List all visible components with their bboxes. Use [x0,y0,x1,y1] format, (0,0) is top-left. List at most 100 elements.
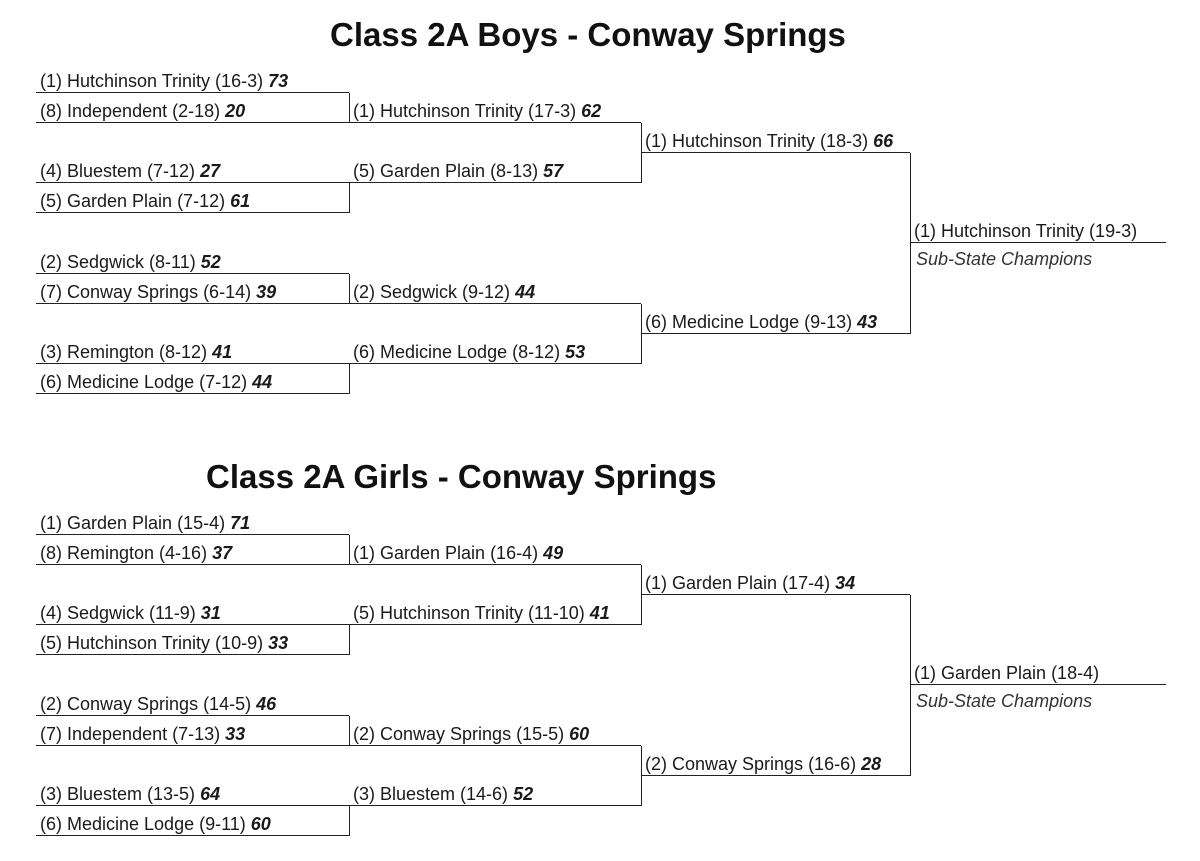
team-name: (6) Medicine Lodge (7-12) [40,372,248,392]
team-name: (3) Remington (8-12) [40,342,208,362]
boys-champion-label: Sub-State Champions [916,249,1093,269]
team-name: (7) Independent (7-13) [40,724,221,744]
team-score: 46 [256,694,277,714]
team-name: (1) Hutchinson Trinity (17-3) [353,101,577,121]
team-name: (4) Sedgwick (11-9) [40,603,196,623]
team-score: 28 [861,754,882,774]
team-score: 43 [857,312,878,332]
boys-r1-slot-5: (2) Sedgwick (8-11)52 [36,244,349,274]
team-name: (3) Bluestem (14-6) [353,784,509,804]
team-name: (4) Bluestem (7-12) [40,161,196,181]
boys-r1-slot-7: (3) Remington (8-12)41 [36,334,349,364]
team-name: (2) Sedgwick (8-11) [40,252,196,272]
girls-r2-slot-4: (3) Bluestem (14-6)52 [349,776,641,806]
bracket-connector [641,746,642,806]
bracket-connector [641,565,642,625]
team-name: (8) Remington (4-16) [40,543,208,563]
bracket-connector [910,153,911,334]
boys-r1-slot-4: (5) Garden Plain (7-12)61 [36,183,349,213]
team-name: (7) Conway Springs (6-14) [40,282,252,302]
girls-r1-slot-3: (4) Sedgwick (11-9)31 [36,595,349,625]
boys-r3-slot-2: (6) Medicine Lodge (9-13)43 [641,304,910,334]
girls-bracket-title: Class 2A Girls - Conway Springs [206,458,717,495]
team-name: (8) Independent (2-18) [40,101,221,121]
girls-champion-slot: (1) Garden Plain (18-4) [910,655,1166,685]
boys-bracket-title: Class 2A Boys - Conway Springs [330,16,846,53]
boys-r2-slot-2: (5) Garden Plain (8-13)57 [349,153,641,183]
girls-r1-slot-1: (1) Garden Plain (15-4)71 [36,505,349,535]
girls-r1-slot-5: (2) Conway Springs (14-5)46 [36,686,349,716]
team-name: (1) Garden Plain (16-4) [353,543,539,563]
girls-r1-slot-6: (7) Independent (7-13)33 [36,716,349,746]
girls-r2-slot-2: (5) Hutchinson Trinity (11-10)41 [349,595,641,625]
team-score: 37 [212,543,233,563]
team-name: (6) Medicine Lodge (9-11) [40,814,246,834]
team-score: 53 [565,342,586,362]
team-name: (5) Garden Plain (8-13) [353,161,539,181]
team-score: 62 [581,101,602,121]
team-score: 41 [212,342,233,362]
team-score: 27 [200,161,221,181]
boys-r1-slot-8: (6) Medicine Lodge (7-12)44 [36,364,349,394]
team-name: (2) Sedgwick (9-12) [353,282,511,302]
team-score: 57 [543,161,564,181]
boys-r1-slot-1: (1) Hutchinson Trinity (16-3)73 [36,63,349,93]
team-score: 52 [200,252,221,272]
girls-r1-slot-4: (5) Hutchinson Trinity (10-9)33 [36,625,349,655]
team-name: (5) Hutchinson Trinity (10-9) [40,633,264,653]
girls-champion-label: Sub-State Champions [916,691,1093,711]
bracket-connector [349,364,350,394]
girls-r1-slot-7: (3) Bluestem (13-5)64 [36,776,349,806]
team-name: (1) Garden Plain (17-4) [645,573,831,593]
team-name: (3) Bluestem (13-5) [40,784,196,804]
team-score: 39 [256,282,277,302]
team-name: (5) Hutchinson Trinity (11-10) [353,603,585,623]
bracket-connector [349,274,350,304]
team-score: 33 [268,633,289,653]
team-score: 66 [873,131,894,151]
team-score: 61 [230,191,251,211]
girls-r3-slot-2: (2) Conway Springs (16-6)28 [641,746,910,776]
boys-r1-slot-2: (8) Independent (2-18)20 [36,93,349,123]
bracket-connector [641,123,642,183]
bracket-connector [349,806,350,836]
team-name: (2) Conway Springs (15-5) [353,724,565,744]
bracket-connector [910,595,911,776]
bracket-connector [349,625,350,655]
champion-team-name: (1) Garden Plain (18-4) [914,663,1100,683]
champion-team-name: (1) Hutchinson Trinity (19-3) [914,221,1138,241]
team-score: 52 [513,784,534,804]
team-name: (1) Hutchinson Trinity (16-3) [40,71,264,91]
team-name: (6) Medicine Lodge (9-13) [645,312,853,332]
team-name: (2) Conway Springs (16-6) [645,754,857,774]
bracket-connector [349,93,350,123]
team-score: 33 [225,724,246,744]
team-score: 44 [252,372,273,392]
team-score: 31 [200,603,221,623]
boys-r1-slot-3: (4) Bluestem (7-12)27 [36,153,349,183]
team-name: (6) Medicine Lodge (8-12) [353,342,561,362]
girls-r1-slot-2: (8) Remington (4-16)37 [36,535,349,565]
boys-r2-slot-3: (2) Sedgwick (9-12)44 [349,274,641,304]
boys-r2-slot-1: (1) Hutchinson Trinity (17-3)62 [349,93,641,123]
team-score: 44 [515,282,536,302]
boys-r2-slot-4: (6) Medicine Lodge (8-12)53 [349,334,641,364]
team-score: 49 [543,543,564,563]
team-score: 60 [250,814,271,834]
team-score: 71 [230,513,251,533]
team-score: 20 [225,101,246,121]
team-name: (1) Hutchinson Trinity (18-3) [645,131,869,151]
team-score: 60 [569,724,590,744]
team-score: 73 [268,71,289,91]
boys-champion-slot: (1) Hutchinson Trinity (19-3) [910,213,1166,243]
team-name: (1) Garden Plain (15-4) [40,513,226,533]
team-score: 41 [589,603,610,623]
boys-r3-slot-1: (1) Hutchinson Trinity (18-3)66 [641,123,910,153]
team-score: 64 [200,784,221,804]
team-name: (5) Garden Plain (7-12) [40,191,226,211]
team-score: 34 [835,573,856,593]
bracket-connector [349,716,350,746]
boys-r1-slot-6: (7) Conway Springs (6-14)39 [36,274,349,304]
girls-r1-slot-8: (6) Medicine Lodge (9-11)60 [36,806,349,836]
bracket-connector [641,304,642,364]
